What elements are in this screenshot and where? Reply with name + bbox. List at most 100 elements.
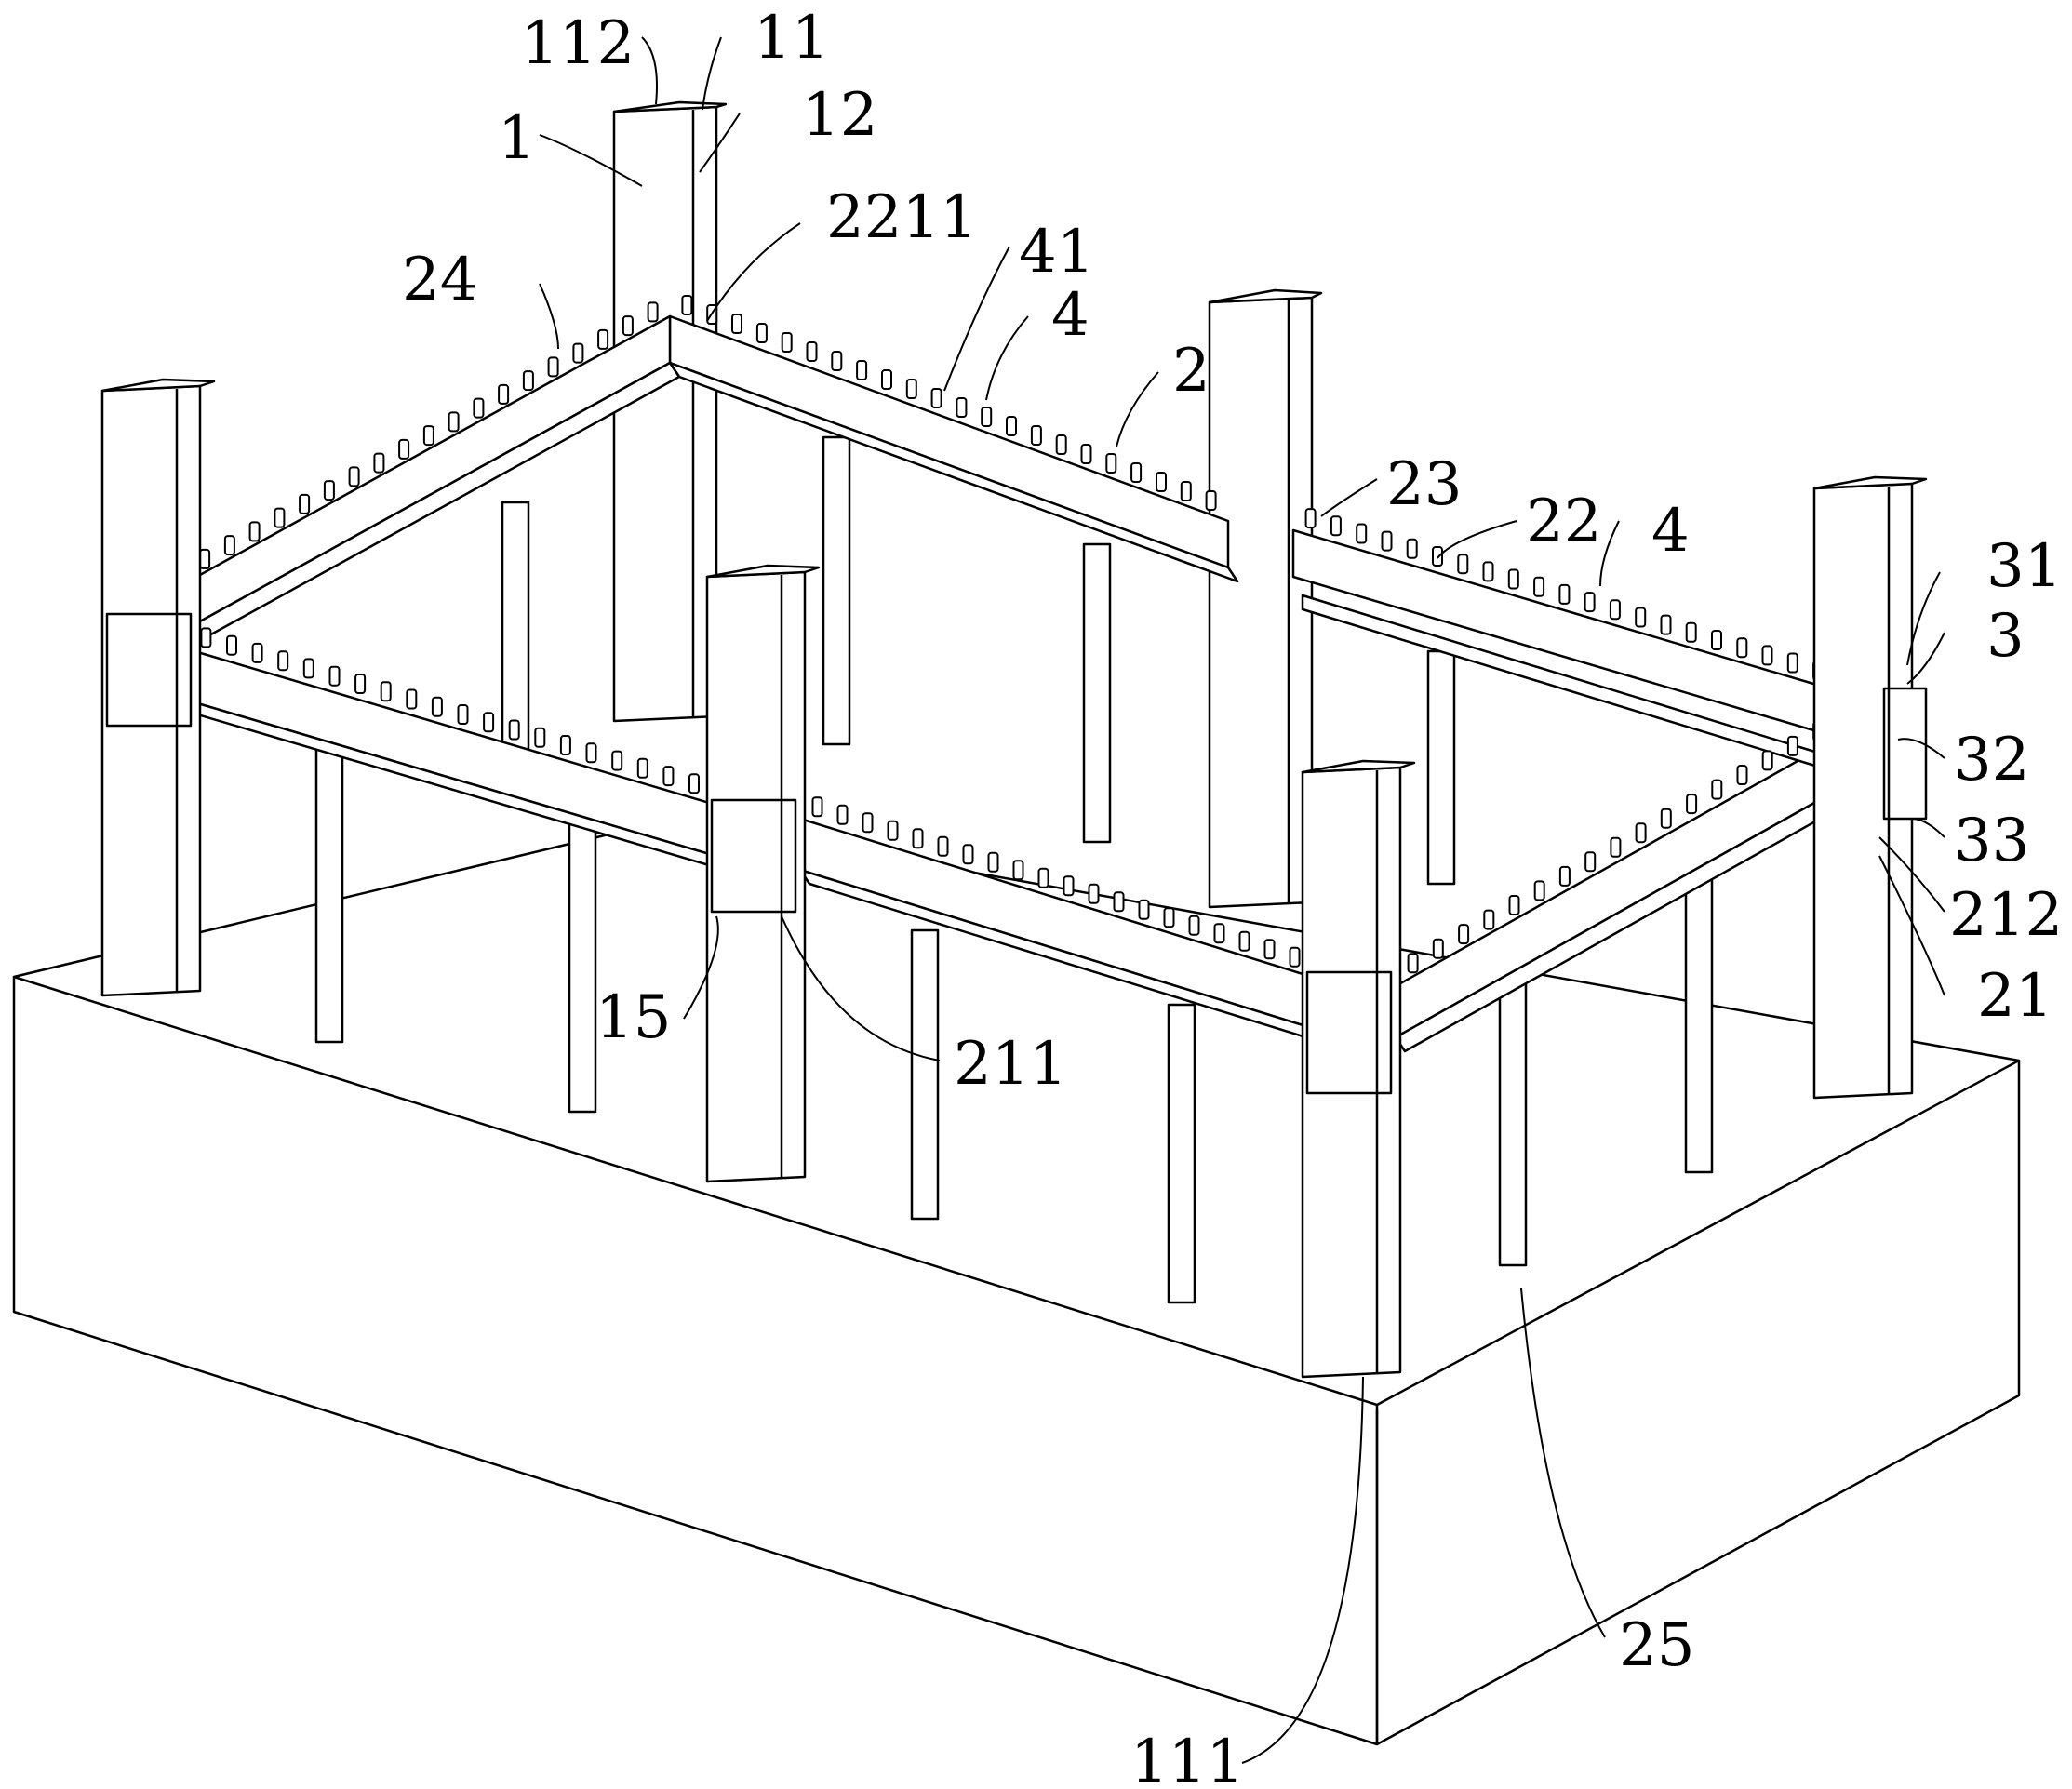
shear-stud: [1213, 923, 1225, 944]
support-post: [1082, 542, 1112, 844]
label-31: 31: [1986, 532, 2062, 601]
shear-stud: [1635, 822, 1647, 844]
shear-stud: [1055, 434, 1067, 455]
shear-stud: [1685, 621, 1697, 643]
shear-stud: [981, 407, 993, 427]
shear-stud: [806, 341, 818, 362]
shear-stud: [1761, 645, 1773, 666]
shear-stud: [508, 719, 520, 741]
shear-stud: [937, 835, 949, 857]
label-2: 2: [1172, 337, 1210, 406]
column-front-middle: [705, 564, 821, 1183]
label-32: 32: [1954, 726, 2029, 794]
shear-stud: [585, 742, 597, 764]
shear-stud: [1330, 515, 1342, 537]
shear-stud: [688, 773, 700, 794]
shear-stud: [348, 466, 360, 487]
shear-stud: [597, 328, 609, 350]
shear-stud: [1356, 523, 1368, 544]
shear-stud: [1130, 462, 1143, 483]
label-111: 111: [1130, 1728, 1244, 1789]
shear-stud: [1263, 939, 1276, 960]
shear-stud: [1457, 554, 1469, 575]
label-112: 112: [521, 9, 635, 78]
shear-stud: [1030, 425, 1042, 446]
label-22: 22: [1526, 487, 1601, 556]
shear-stud: [226, 634, 237, 656]
shear-stud: [1180, 481, 1192, 501]
shear-stud: [856, 360, 868, 380]
support-post: [910, 928, 940, 1221]
shear-stud: [1609, 599, 1621, 621]
label-12: 12: [802, 81, 877, 150]
shear-stud: [662, 766, 675, 787]
leader-lines: [539, 36, 1945, 1764]
shear-stud: [1407, 953, 1419, 974]
shear-stud: [1105, 453, 1117, 474]
shear-stud: [274, 507, 286, 528]
shear-stud: [1736, 637, 1748, 659]
column-back-middle: [1208, 288, 1323, 909]
label-41: 41: [1019, 218, 1094, 287]
shear-stud: [1012, 860, 1024, 881]
shear-stud: [1080, 444, 1092, 464]
support-post: [568, 812, 597, 1114]
shear-stud: [912, 828, 924, 849]
shear-stud: [1188, 915, 1200, 936]
shear-stud: [1711, 630, 1722, 650]
shear-stud: [448, 411, 460, 433]
shear-stud: [1381, 530, 1393, 552]
support-post: [1498, 975, 1528, 1267]
shear-stud: [1289, 946, 1301, 968]
shear-stud: [223, 535, 235, 556]
column-right: [1812, 475, 1928, 1100]
shear-stud: [199, 548, 211, 569]
shear-stud: [1786, 735, 1798, 756]
shear-stud: [647, 301, 659, 323]
shear-stud: [498, 383, 510, 405]
shear-stud: [905, 379, 917, 399]
label-11: 11: [754, 4, 829, 73]
shear-stud: [1508, 895, 1520, 915]
label-33: 33: [1954, 807, 2029, 875]
shear-stud: [354, 674, 367, 694]
shear-stud: [323, 480, 335, 501]
shear-stud: [457, 704, 469, 725]
shear-stud: [1088, 883, 1100, 904]
label-2211: 2211: [826, 183, 978, 252]
support-post: [1426, 649, 1456, 886]
shear-stud: [622, 315, 634, 337]
shear-stud: [881, 369, 892, 390]
support-posts: [314, 435, 1714, 1304]
shear-stud: [1711, 779, 1723, 800]
label-21: 21: [1977, 962, 2052, 1031]
shear-stud: [1238, 930, 1250, 952]
shear-stud: [1533, 576, 1545, 597]
label-212: 212: [1949, 881, 2063, 950]
shear-stud: [862, 812, 874, 834]
support-post: [822, 435, 851, 746]
label-4-right: 4: [1651, 497, 1690, 566]
shear-stud: [987, 851, 999, 873]
label-15: 15: [595, 983, 671, 1052]
support-post: [1167, 1003, 1196, 1304]
shear-stud: [887, 820, 899, 841]
shear-stud: [277, 650, 289, 672]
shear-stud: [200, 627, 212, 648]
shear-stud: [380, 681, 392, 702]
support-post: [314, 724, 344, 1044]
shear-stud: [299, 493, 311, 514]
shear-stud: [1304, 508, 1317, 529]
shear-stud: [681, 295, 693, 315]
shear-stud: [522, 370, 534, 392]
shear-stud: [1037, 867, 1049, 888]
shear-stud: [781, 332, 793, 353]
foundation-block: [12, 817, 2021, 1746]
label-4-upper: 4: [1051, 281, 1089, 350]
label-23: 23: [1386, 450, 1462, 519]
shear-stud: [547, 356, 559, 378]
shear-stud: [1006, 416, 1017, 436]
shear-stud: [1432, 938, 1444, 959]
